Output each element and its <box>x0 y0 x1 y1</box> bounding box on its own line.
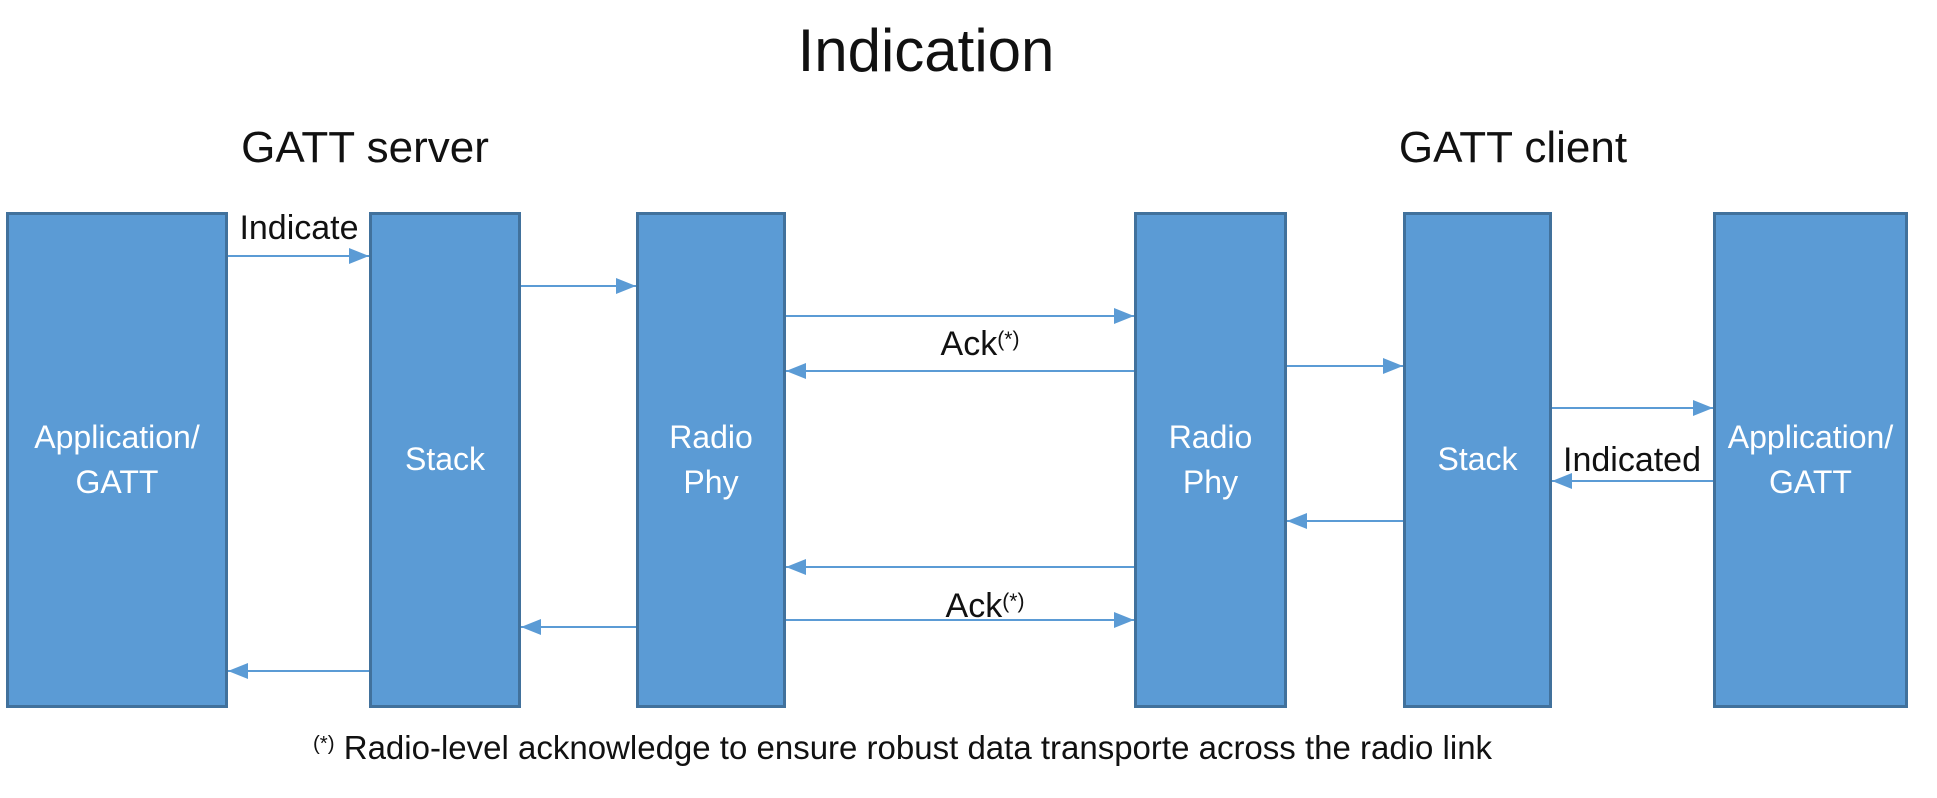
arrow-line <box>228 255 369 257</box>
app-gatt-client-label: Application/ <box>1727 418 1894 455</box>
footnote: (*) Radio-level acknowledge to ensure ro… <box>313 728 1492 768</box>
arrowhead-right-icon <box>349 248 369 264</box>
stack-client-box: Stack <box>1403 212 1552 708</box>
arrow-stack-to-app-client <box>1552 400 1713 416</box>
arrowhead-left-icon <box>786 559 806 575</box>
indicate-label: Indicate <box>239 211 358 245</box>
indicated-label: Indicated <box>1563 443 1701 477</box>
gatt-client-label: GATT client <box>1398 123 1628 172</box>
arrow-ack-to-radio-client <box>786 612 1134 628</box>
arrow-line <box>1552 407 1713 409</box>
ack-label-top-sup: (*) <box>997 328 1020 351</box>
arrow-line <box>786 370 1134 372</box>
radio-phy-client-label: Radio <box>1168 418 1253 455</box>
arrow-line <box>786 315 1134 317</box>
stack-server-label: Stack <box>404 441 486 478</box>
radio-phy-server-label: Phy <box>683 464 739 500</box>
arrowhead-left-icon <box>228 663 248 679</box>
arrow-stack-to-radio-client <box>1287 513 1403 529</box>
footnote-asterisk: (*) <box>313 732 335 755</box>
app-gatt-server-label: Application/ <box>34 418 200 455</box>
arrowhead-right-icon <box>616 278 636 294</box>
stack-client-label: Stack <box>1437 441 1518 478</box>
arrow-radio-server-to-radio-client <box>786 308 1134 324</box>
arrow-radio-to-stack-client <box>1287 358 1403 374</box>
indicate-label-text: Indicate <box>239 209 359 247</box>
arrowhead-left-icon <box>521 619 541 635</box>
arrow-line <box>228 670 369 672</box>
stack-server-box: Stack <box>369 212 521 708</box>
arrow-app-to-stack-client <box>1552 473 1713 489</box>
arrow-stack-to-radio-server <box>521 278 636 294</box>
arrow-line <box>1287 365 1403 367</box>
arrowhead-right-icon <box>1693 400 1713 416</box>
arrow-radio-to-stack-server <box>521 619 636 635</box>
app-gatt-server-box: Application/GATT <box>6 212 228 708</box>
arrowhead-right-icon <box>1383 358 1403 374</box>
arrow-indicate-app-to-stack <box>228 248 369 264</box>
arrow-line <box>1552 480 1713 482</box>
gatt-server-label: GATT server <box>241 123 489 172</box>
radio-phy-server-label: Radio <box>669 418 753 455</box>
ack-label-top-text: Ack <box>940 325 998 363</box>
arrow-line <box>1287 520 1403 522</box>
radio-phy-client-label: Phy <box>1182 464 1239 500</box>
arrow-line <box>786 566 1134 568</box>
ack-label-bottom: Ack(*) <box>946 589 1025 623</box>
ack-label-top: Ack(*) <box>941 327 1020 361</box>
arrow-radio-client-to-radio-server <box>786 559 1134 575</box>
app-gatt-server-label: GATT <box>75 464 159 500</box>
arrow-line <box>521 285 636 287</box>
arrowhead-right-icon <box>1114 612 1134 628</box>
footnote-text: Radio-level acknowledge to ensure robust… <box>334 729 1493 766</box>
arrow-line <box>521 626 636 628</box>
app-gatt-client-label: GATT <box>1769 464 1852 500</box>
arrowhead-right-icon <box>1114 308 1134 324</box>
arrow-stack-to-app-server <box>228 663 369 679</box>
arrow-line <box>786 619 1134 621</box>
arrowhead-left-icon <box>786 363 806 379</box>
ack-label-bottom-text: Ack <box>945 587 1003 625</box>
arrowhead-left-icon <box>1552 473 1572 489</box>
indicated-label-text: Indicated <box>1563 441 1701 479</box>
ack-label-bottom-sup: (*) <box>1002 590 1025 613</box>
diagram-title: Indication <box>797 17 1055 84</box>
app-gatt-client-box: Application/GATT <box>1713 212 1908 708</box>
arrowhead-left-icon <box>1287 513 1307 529</box>
arrow-ack-to-radio-server <box>786 363 1134 379</box>
